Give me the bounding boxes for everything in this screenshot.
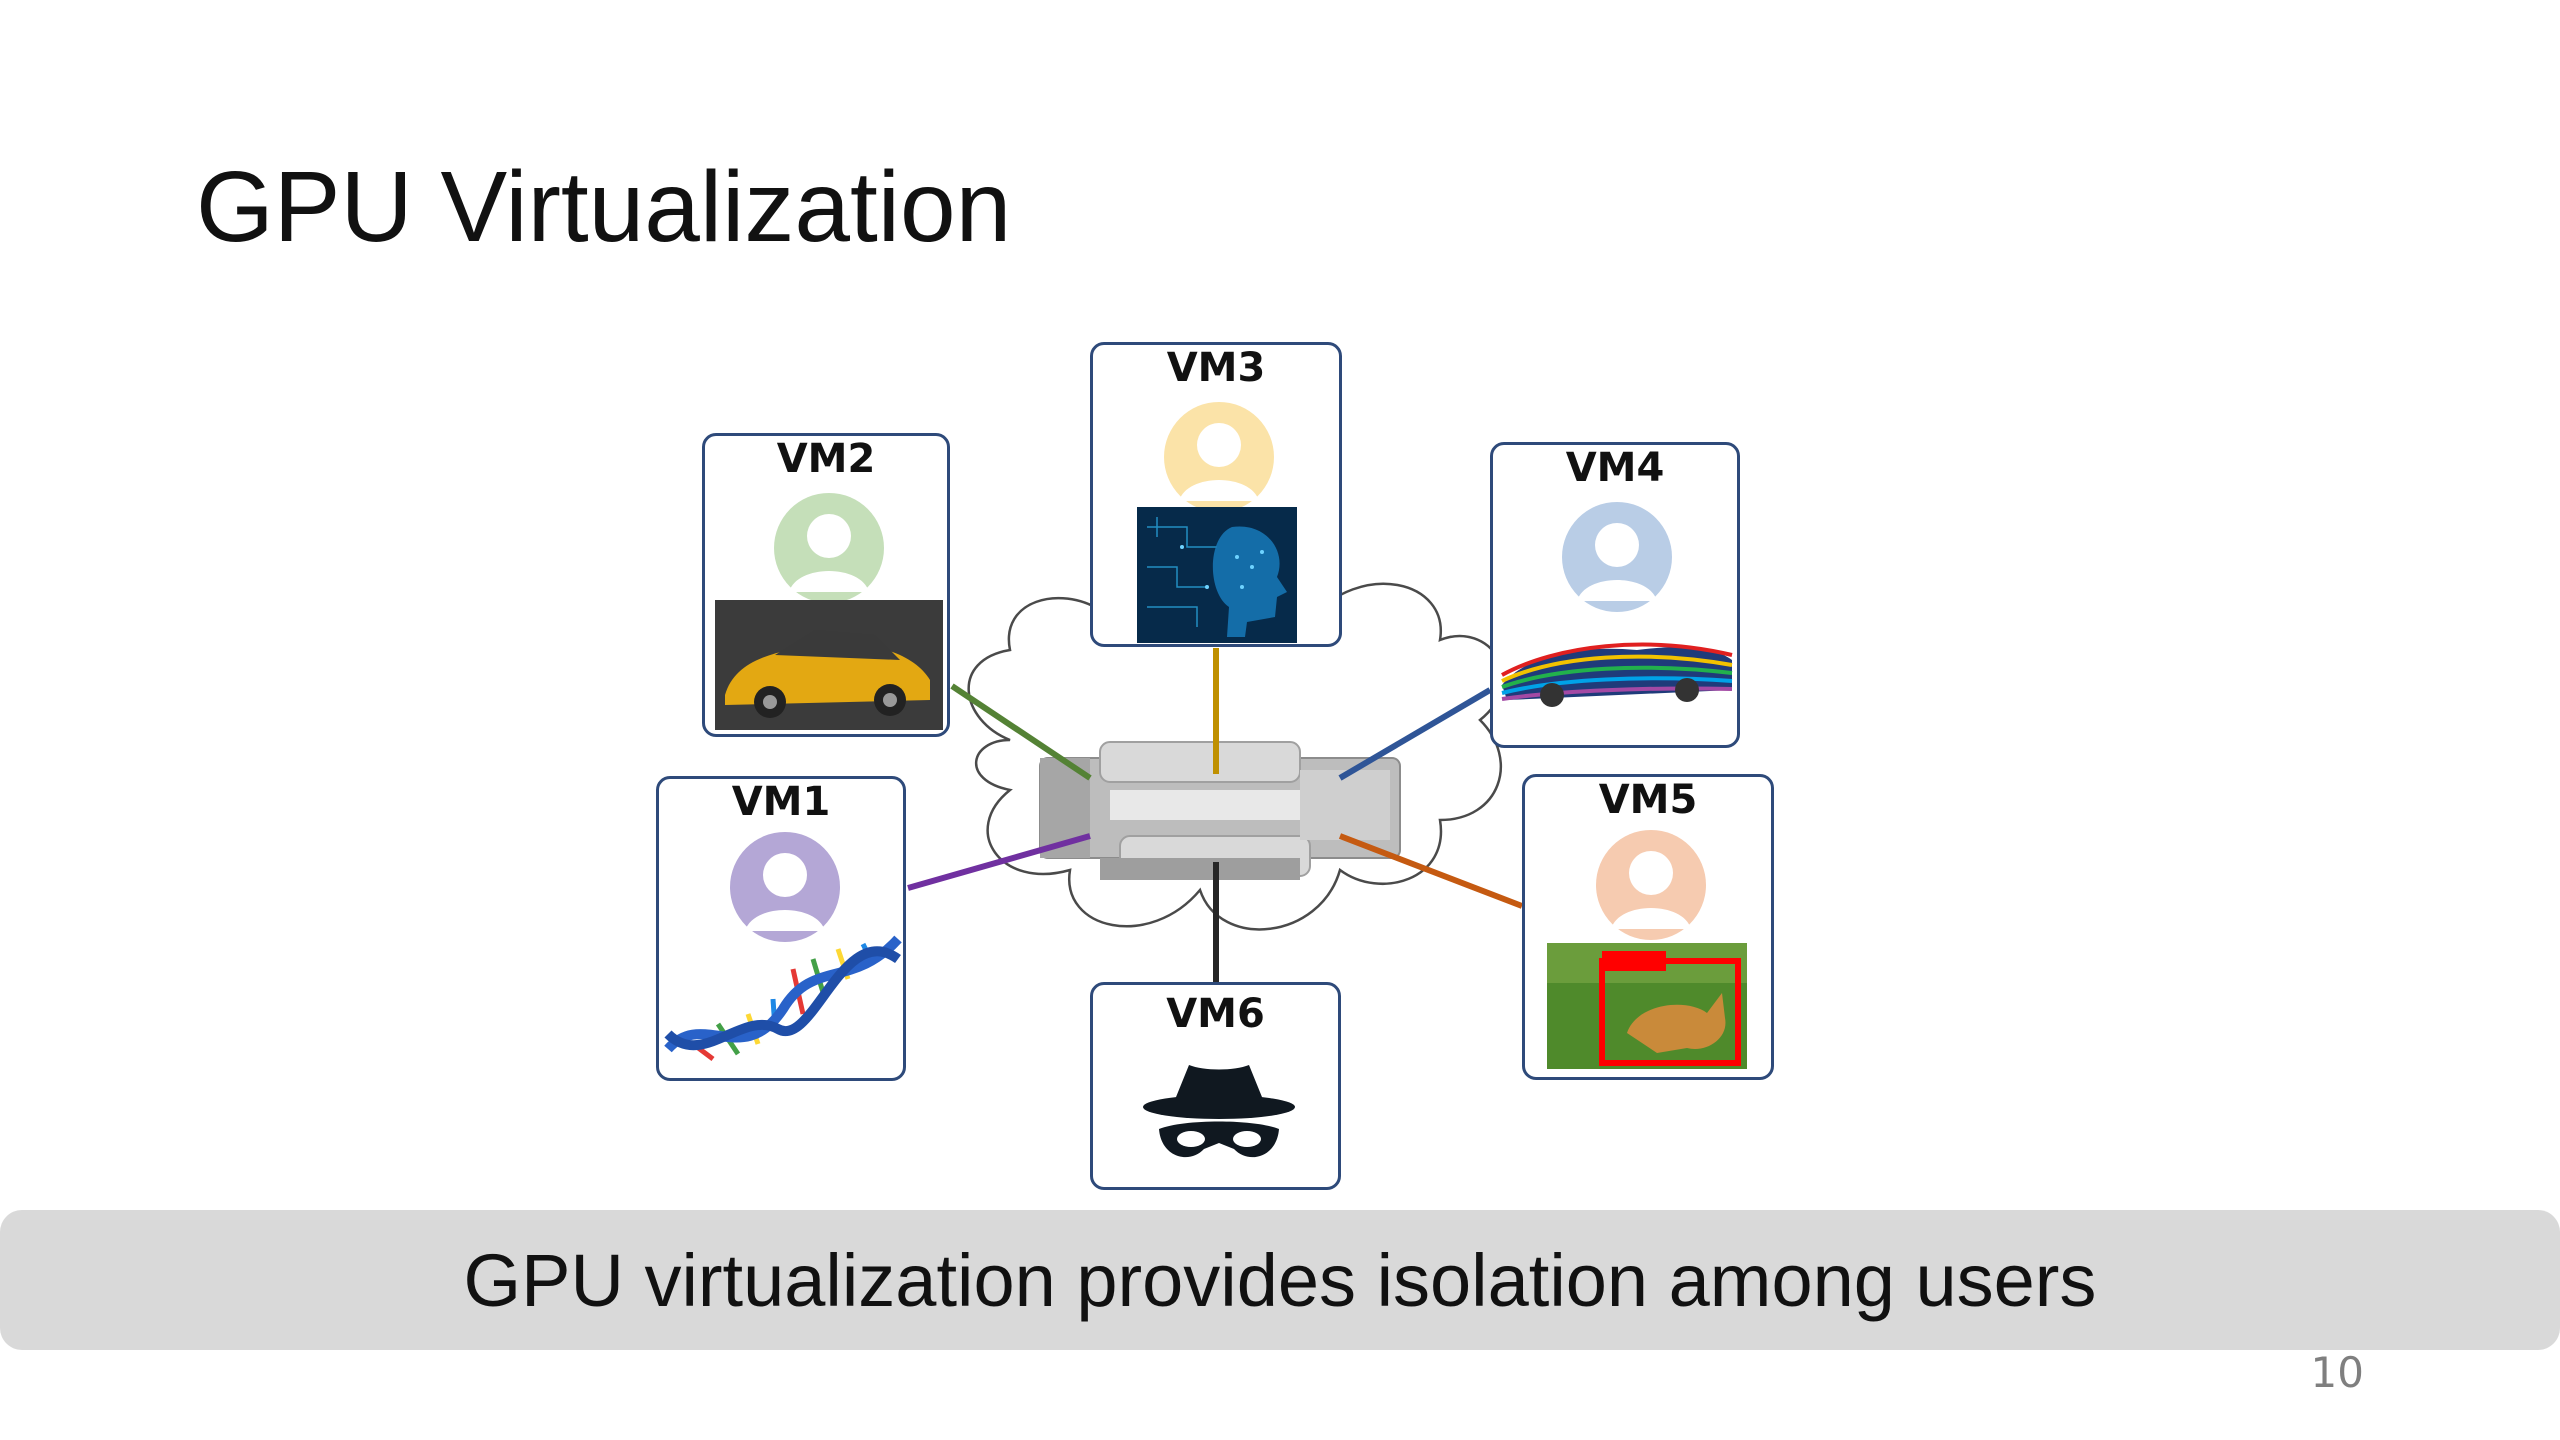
cat-detection-image: [1547, 943, 1747, 1069]
vm3-box: VM3: [1090, 342, 1342, 647]
vm-label: VM4: [1565, 445, 1665, 491]
ai-brain-image: [1137, 507, 1297, 643]
user-avatar-icon: [1562, 502, 1672, 612]
vm-label: VM6: [1166, 991, 1265, 1037]
vm6-box: VM6: [1090, 982, 1341, 1190]
vm-label: VM3: [1166, 345, 1266, 391]
page-number: 10: [2310, 1348, 2364, 1397]
vm-label: VM1: [731, 779, 831, 825]
vm2-box: VM2: [702, 433, 950, 737]
gpu-card-icon: [1039, 741, 1401, 880]
vm5-box: VM5: [1522, 774, 1774, 1080]
caption-text: GPU virtualization provides isolation am…: [463, 1238, 2097, 1322]
caption-banner: GPU virtualization provides isolation am…: [0, 1210, 2560, 1350]
vm-label: VM5: [1598, 777, 1698, 823]
spy-icon: [1143, 1065, 1295, 1158]
vm1-box: VM1: [656, 776, 906, 1081]
vm-links: [907, 648, 1524, 982]
aero-simulation-image: [1497, 615, 1737, 715]
user-avatar-icon: [774, 493, 884, 603]
dna-helix-image: [664, 935, 902, 1061]
vm4-link: [1338, 687, 1492, 781]
user-avatar-icon: [1596, 830, 1706, 940]
vm-label: VM2: [776, 436, 876, 482]
vm4-box: VM4: [1490, 442, 1740, 748]
user-avatar-icon: [730, 832, 840, 942]
vm1-link: [907, 833, 1091, 891]
vm2-link: [950, 683, 1092, 781]
user-avatar-icon: [1164, 402, 1274, 512]
sports-car-image: [715, 600, 943, 730]
slide-title: GPU Virtualization: [196, 151, 1012, 263]
vm5-link: [1338, 833, 1524, 909]
